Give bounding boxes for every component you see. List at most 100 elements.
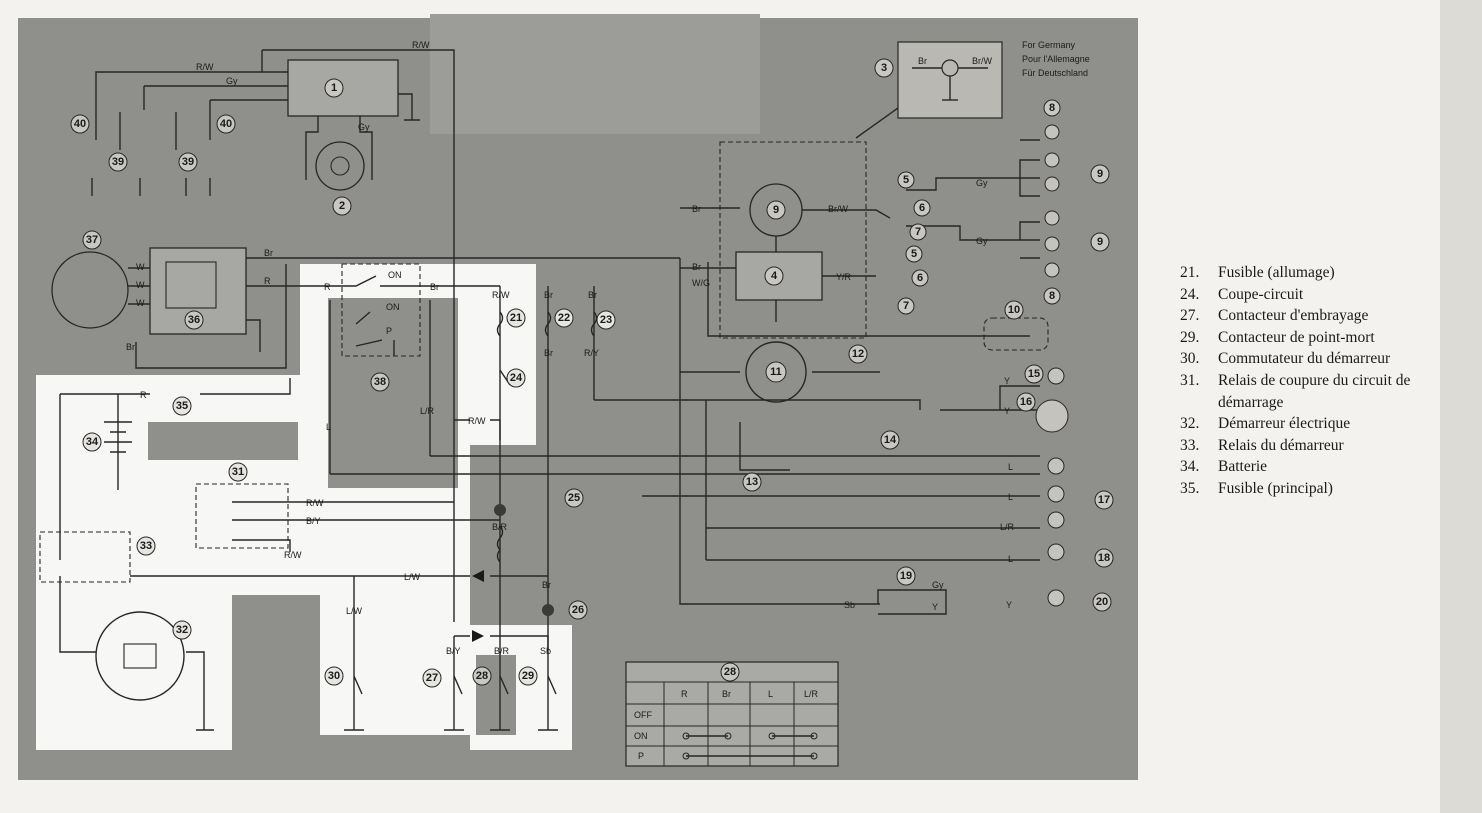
- svg-text:13: 13: [746, 476, 758, 488]
- component-marker-15: 15: [1024, 364, 1044, 384]
- svg-text:9: 9: [773, 204, 779, 216]
- label-r-battery: R: [140, 390, 147, 400]
- label-p: P: [386, 326, 392, 336]
- label-br-fuse-3: Br: [544, 348, 553, 358]
- svg-text:25: 25: [568, 492, 580, 504]
- label-rw-coil: R/W: [196, 62, 214, 72]
- component-marker-18: 18: [1094, 548, 1114, 568]
- legend-item: 33.Relais du démarreur: [1180, 435, 1470, 457]
- legend-item: 27.Contacteur d'embrayage: [1180, 305, 1470, 327]
- component-marker-12: 12: [848, 344, 868, 364]
- label-br-relay: B/R: [492, 522, 508, 532]
- component-marker-40b: 40: [216, 114, 236, 134]
- label-on-1: ON: [388, 270, 402, 280]
- svg-text:8: 8: [1049, 102, 1055, 114]
- component-marker-9c: 9: [1090, 232, 1110, 252]
- label-yr: Y/R: [836, 272, 852, 282]
- ghost-background-text: [430, 14, 760, 134]
- label-lw: L/W: [404, 572, 421, 582]
- label-lw-2: L/W: [346, 606, 363, 616]
- component-marker-14: 14: [880, 430, 900, 450]
- svg-text:29: 29: [522, 670, 534, 682]
- component-legend: 21.Fusible (allumage) 24. Coupe-circuit 2…: [1180, 262, 1470, 500]
- label-br-bottom: B/R: [494, 646, 510, 656]
- component-marker-5b: 5: [905, 245, 923, 263]
- svg-text:19: 19: [900, 570, 912, 582]
- component-marker-22: 22: [554, 308, 574, 328]
- component-marker-21: 21: [506, 308, 526, 328]
- svg-text:1: 1: [331, 82, 337, 94]
- svg-text:24: 24: [510, 372, 523, 384]
- svg-text:28: 28: [476, 670, 488, 682]
- component-marker-8a: 8: [1043, 99, 1061, 117]
- legend-item: 24. Coupe-circuit: [1180, 284, 1470, 306]
- label-y-1: Y: [1004, 376, 1010, 386]
- legend-text: Fusible (allumage): [1218, 264, 1335, 281]
- svg-text:28: 28: [724, 666, 736, 678]
- table-row-off: OFF: [634, 710, 652, 720]
- inset-germany: Br Br/W For Germany Pour l'Allemagne Für…: [855, 40, 1090, 139]
- component-marker-39b: 39: [178, 152, 198, 172]
- component-marker-9b: 9: [1090, 164, 1110, 184]
- svg-text:21: 21: [510, 312, 522, 324]
- component-marker-24: 24: [506, 368, 526, 388]
- svg-text:12: 12: [852, 348, 864, 360]
- component-marker-38: 38: [370, 372, 390, 392]
- svg-text:36: 36: [188, 314, 200, 326]
- legend-item: 34.Batterie: [1180, 456, 1470, 478]
- table-row-p: P: [638, 751, 644, 761]
- svg-text:22: 22: [558, 312, 570, 324]
- label-lr-switch: L/R: [420, 406, 435, 416]
- label-by: B/Y: [446, 646, 461, 656]
- label-y-r3: Y: [1006, 600, 1012, 610]
- component-marker-23: 23: [596, 310, 616, 330]
- component-marker-10: 10: [1004, 300, 1024, 320]
- legend-text: Batterie: [1218, 458, 1268, 476]
- legend-text: Coupe-circuit: [1218, 285, 1304, 303]
- table-col-l: L: [768, 689, 773, 699]
- component-marker-19: 19: [896, 566, 916, 586]
- label-br-fuse-2: Br: [588, 290, 597, 300]
- legend-number: 31.: [1180, 371, 1200, 389]
- svg-text:10: 10: [1008, 304, 1020, 316]
- legend-item: 21.Fusible (allumage): [1180, 262, 1470, 284]
- lamp-symbols: [745, 124, 1069, 607]
- legend-number: 27.: [1180, 307, 1200, 325]
- label-brw: Br/W: [828, 204, 849, 214]
- component-marker-6a: 6: [913, 199, 931, 217]
- label-l-r1: L: [1008, 462, 1013, 472]
- svg-text:15: 15: [1028, 368, 1040, 380]
- component-marker-36: 36: [184, 310, 204, 330]
- legend-text: Relais du démarreur: [1218, 436, 1344, 454]
- svg-text:30: 30: [328, 670, 340, 682]
- legend-text: Contacteur de point-mort: [1218, 328, 1375, 346]
- component-marker-30: 30: [324, 666, 344, 686]
- table-col-br: Br: [722, 689, 731, 699]
- label-r-gen: R: [264, 276, 271, 286]
- component-marker-1: 1: [324, 78, 344, 98]
- legend-number: 24.: [1180, 285, 1200, 303]
- legend-item: 32.Démarreur électrique: [1180, 413, 1470, 435]
- label-wg: W/G: [692, 278, 710, 288]
- inset-note-line1: For Germany: [1022, 40, 1076, 50]
- label-gy: Gy: [226, 76, 238, 86]
- component-marker-28b: 28: [472, 666, 492, 686]
- svg-text:5: 5: [903, 174, 909, 186]
- component-marker-35: 35: [172, 396, 192, 416]
- legend-item: 30.Commutateur du démarreur: [1180, 348, 1470, 370]
- wire-labels: R/W R/W Gy Gy Br R W W W Br R Br ON ON P…: [126, 40, 1015, 656]
- legend-text: Démarreur électrique: [1218, 415, 1351, 433]
- svg-text:33: 33: [140, 540, 152, 552]
- component-marker-33: 33: [136, 536, 156, 556]
- legend-number: 35.: [1180, 479, 1200, 497]
- component-marker-32: 32: [172, 620, 192, 640]
- component-marker-7a: 7: [909, 223, 927, 241]
- svg-text:8: 8: [1049, 290, 1055, 302]
- svg-text:6: 6: [917, 272, 923, 284]
- diagram-panel: [18, 14, 1138, 780]
- svg-text:26: 26: [572, 604, 584, 616]
- label-lr-right: L/R: [1000, 522, 1015, 532]
- label-sb-right: Sb: [844, 600, 855, 610]
- label-rw-fuse: R/W: [492, 290, 510, 300]
